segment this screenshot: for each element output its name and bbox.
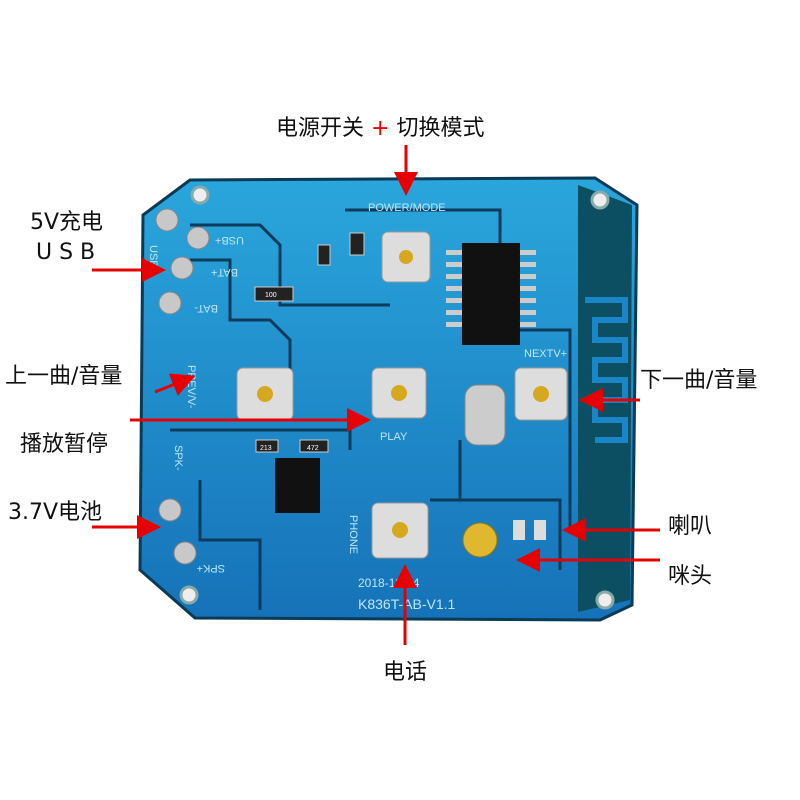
silk-play: PLAY	[380, 431, 408, 443]
silk-usb-plus: USB+	[215, 234, 244, 246]
label-next: 下一曲/音量	[640, 368, 758, 393]
silk-bat-minus: BAT-	[194, 302, 218, 314]
arrow-prev	[154, 373, 196, 396]
label-play-pause: 播放暂停	[20, 432, 109, 457]
silk-next: NEXTV+	[524, 348, 567, 360]
label-phone: 电话	[383, 660, 428, 685]
silk-prev: PREV/V-	[185, 365, 197, 409]
label-prev: 上一曲/音量	[5, 364, 123, 389]
silk-model: K836T-AB-V1.1	[358, 596, 455, 612]
label-power-mode: 电源开关 + 切换模式	[276, 110, 484, 142]
button-phone	[371, 502, 429, 559]
tact-buttons	[236, 231, 568, 559]
button-next	[514, 367, 568, 421]
silk-phone: PHONE	[347, 515, 359, 554]
silk-r1: 213	[260, 445, 272, 452]
crystal	[464, 384, 506, 446]
pad-usb-plus	[186, 226, 210, 250]
label-mode-switch: 切换模式	[396, 116, 485, 141]
silk-spk-plus: SPK+	[197, 562, 225, 574]
pad-usb-minus	[155, 208, 179, 232]
label-plus: +	[371, 116, 390, 141]
label-usb: U S B	[36, 240, 96, 265]
silk-date: 2018-12-14	[358, 576, 420, 590]
button-power-mode	[381, 231, 431, 283]
button-prev	[236, 367, 294, 421]
ic-main	[462, 243, 520, 345]
pad-spk-plus	[173, 541, 197, 565]
silk-spk-minus: SPK-	[172, 445, 184, 471]
label-microphone: 咪头	[668, 564, 713, 589]
silk-usb-minus: USB-	[147, 245, 159, 272]
pad-bat-minus	[158, 291, 182, 315]
label-usb-charge: 5V充电	[30, 210, 104, 235]
silk-power-mode: POWER/MODE	[368, 202, 446, 214]
silk-r3: 100	[265, 292, 277, 299]
label-battery: 3.7V电池	[8, 500, 103, 525]
microphone-component	[462, 522, 498, 558]
silk-bat-plus: BAT+	[211, 266, 238, 278]
label-speaker: 喇叭	[668, 514, 713, 539]
annotation-arrows	[92, 145, 660, 645]
button-play	[371, 367, 427, 419]
pad-bat-plus	[170, 256, 194, 280]
silk-r2: 472	[307, 445, 319, 452]
ic-amplifier	[275, 458, 320, 513]
pad-spk-minus	[158, 498, 182, 522]
label-power-switch: 电源开关	[276, 116, 365, 141]
